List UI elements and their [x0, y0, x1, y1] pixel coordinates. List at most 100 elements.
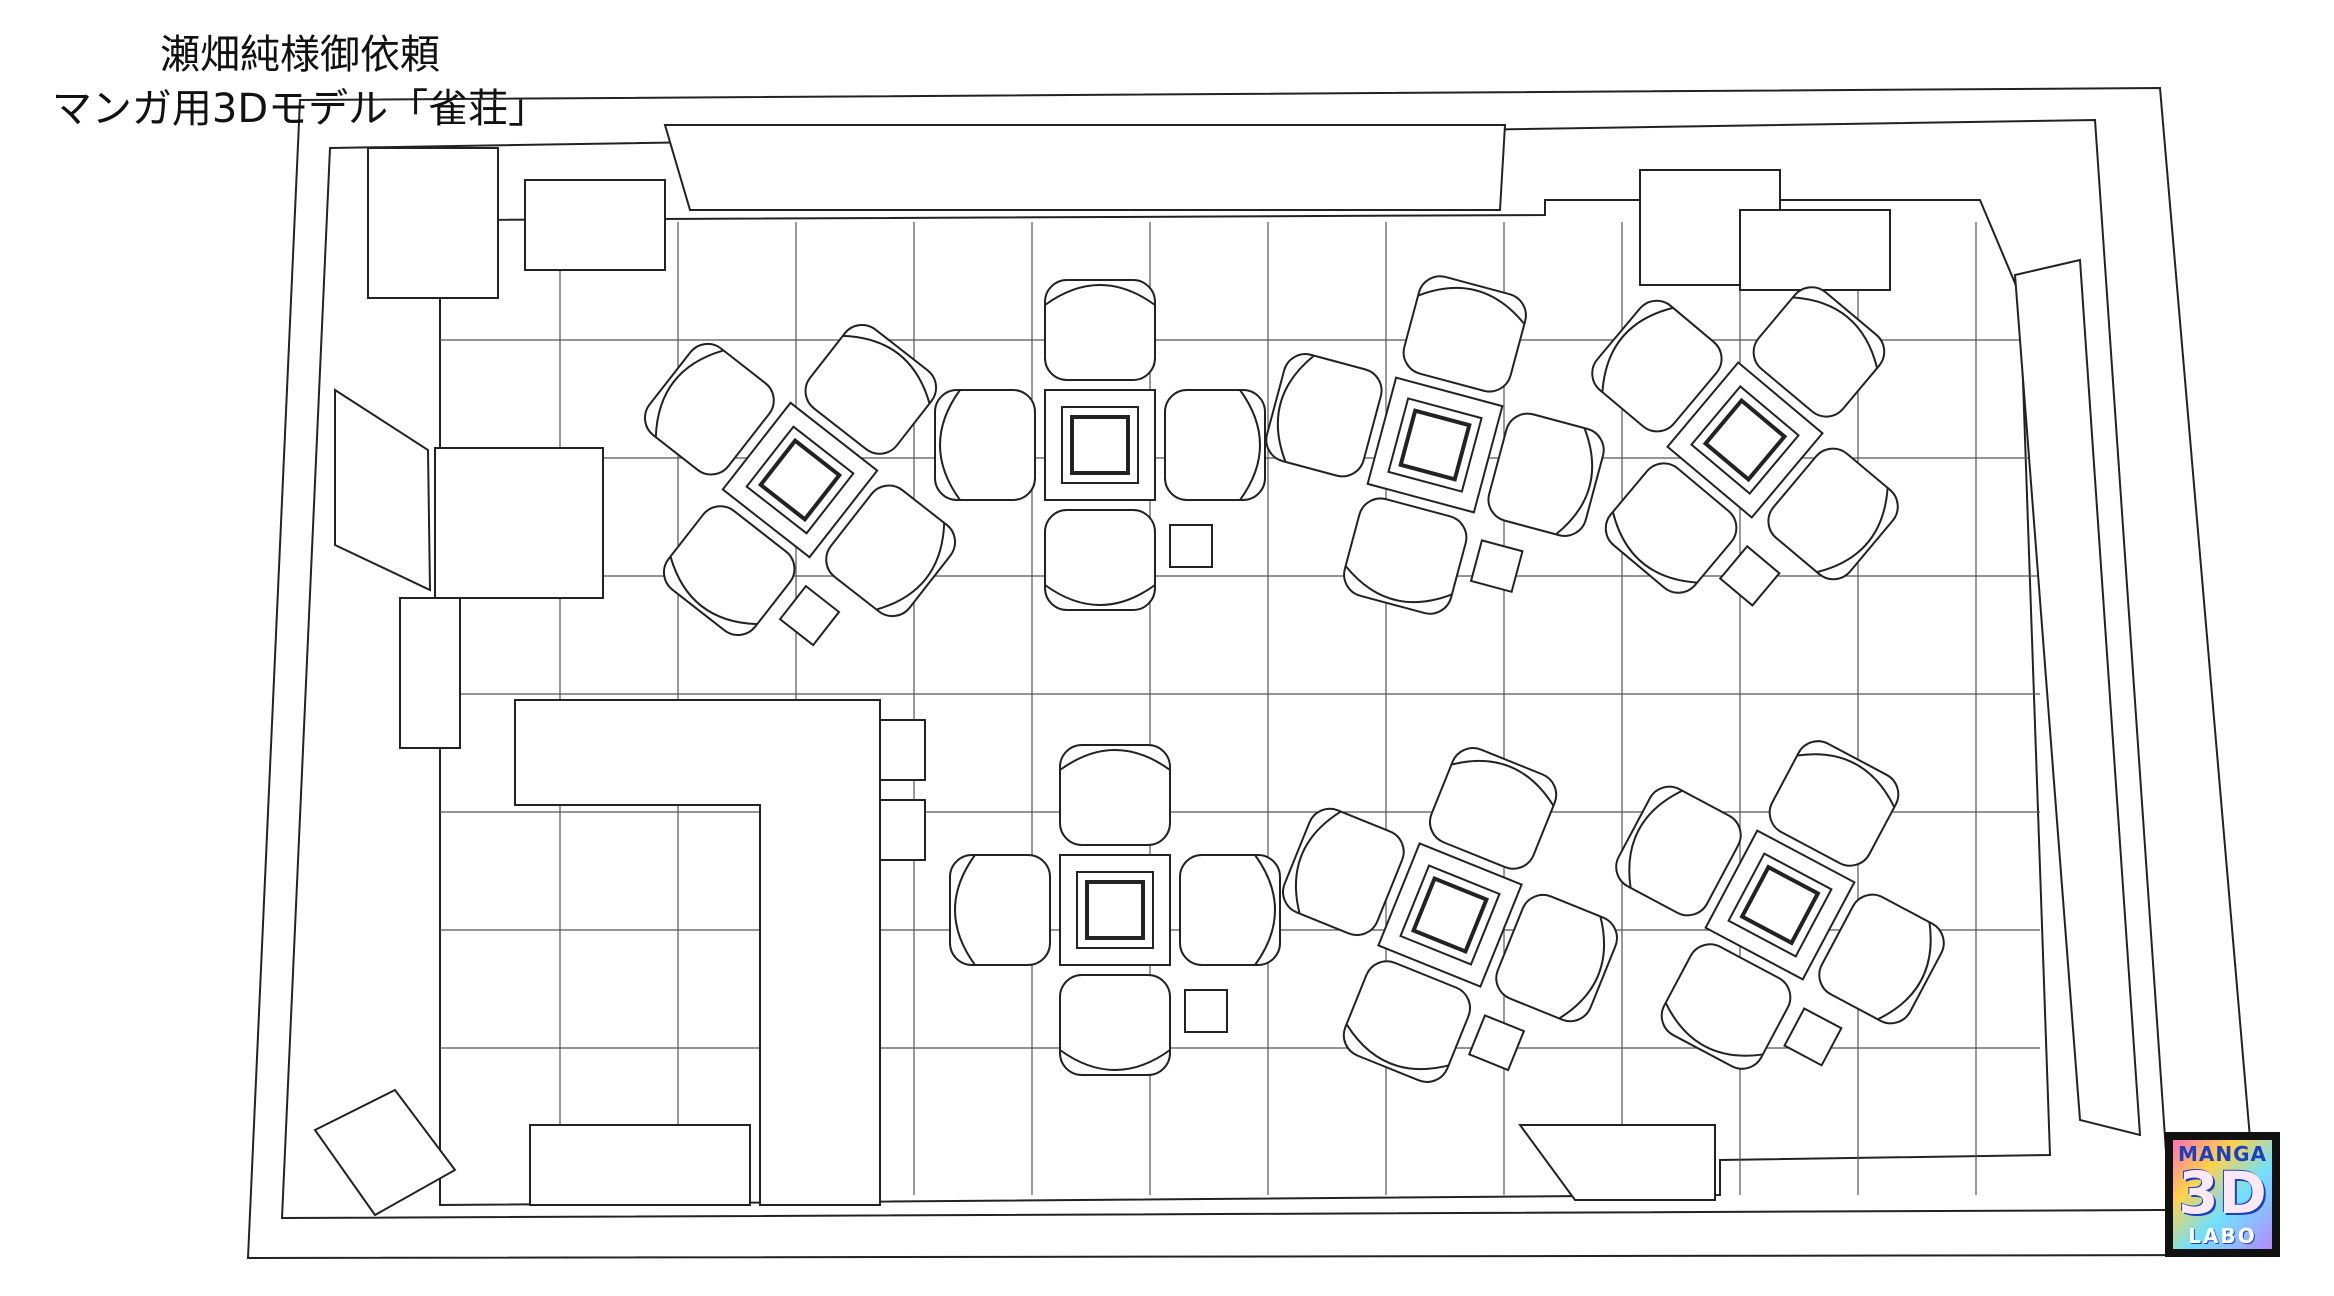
- armchair: [949, 854, 1051, 966]
- mahjong-table-set: [643, 323, 957, 647]
- mahjong-table-set: [1282, 747, 1618, 1083]
- chair-seat: [1495, 893, 1618, 1023]
- logo-badge: MANGA 3D LABO: [2173, 1140, 2272, 1249]
- armchair: [1342, 960, 1472, 1083]
- manga-3d-labo-logo: MANGA 3D LABO: [2165, 1132, 2280, 1257]
- side-table: [1184, 989, 1228, 1033]
- armchair: [1428, 747, 1558, 870]
- window-blinds: [663, 124, 1507, 211]
- chair-back: [1664, 1002, 1763, 1057]
- tile-cabinet: [1739, 209, 1891, 291]
- armchair: [1818, 893, 1945, 1025]
- chair-seat: [1487, 412, 1605, 537]
- armchair: [1752, 286, 1886, 418]
- armchair: [1660, 943, 1792, 1070]
- table-center: [1085, 880, 1145, 940]
- armchair: [643, 342, 775, 476]
- chair-back: [954, 854, 976, 966]
- chair-seat: [1282, 807, 1405, 937]
- mahjong-table: [1366, 376, 1504, 514]
- chair-back: [1792, 296, 1879, 369]
- chair-back: [1345, 1023, 1449, 1071]
- mahjong-table: [1059, 854, 1171, 966]
- mahjong-table: [721, 401, 879, 559]
- side-table: [1467, 1014, 1526, 1072]
- chair-back: [1797, 753, 1896, 808]
- armchair: [804, 323, 938, 455]
- caption-line-2: マンガ用3Dモデル「雀荘」: [51, 86, 549, 132]
- caption-line-1: 瀬畑純様御依頼: [160, 32, 440, 78]
- mahjong-table: [1044, 389, 1156, 501]
- table-center: [757, 437, 843, 523]
- pillar: [1518, 1124, 1716, 1201]
- armchair: [934, 389, 1036, 501]
- chair-seat: [1044, 279, 1156, 381]
- tile-wall: [1061, 406, 1139, 484]
- chair-seat: [1059, 744, 1171, 846]
- locker: [367, 147, 499, 299]
- chair-back: [1558, 916, 1606, 1020]
- armchair: [825, 484, 957, 618]
- chair-seat: [1342, 960, 1472, 1083]
- chair-back: [1059, 749, 1171, 771]
- side-table: [1169, 524, 1213, 568]
- chair-back: [1044, 284, 1156, 306]
- chair-seat: [1044, 509, 1156, 611]
- chair-back: [1417, 286, 1526, 325]
- armchair: [1343, 497, 1468, 615]
- armchair: [662, 505, 796, 637]
- mahjong-table-set: [1265, 275, 1605, 615]
- armchair: [1768, 740, 1900, 867]
- chair-seat: [1428, 747, 1558, 870]
- tile-wall: [745, 425, 855, 535]
- armchair: [1591, 299, 1723, 433]
- table-center: [1739, 864, 1821, 946]
- caption: 瀬畑純様御依頼 マンガ用3Dモデル「雀荘」: [40, 28, 560, 136]
- armchair: [1604, 462, 1738, 594]
- chair-seat: [949, 854, 1051, 966]
- armchair: [1402, 275, 1527, 393]
- armchair: [1059, 744, 1171, 846]
- mahjong-table: [1704, 829, 1856, 981]
- reception-desk: [434, 447, 604, 599]
- logo-line-3: LABO: [2188, 1224, 2257, 1248]
- chair-seat: [1265, 353, 1383, 478]
- logo-line-1: MANGA: [2177, 1142, 2267, 1166]
- chair-seat: [934, 389, 1036, 501]
- chair-back: [1628, 789, 1683, 888]
- chair-back: [939, 389, 961, 501]
- tile-wall: [1690, 385, 1800, 495]
- chair-back: [842, 334, 931, 404]
- chair-back: [1601, 306, 1674, 393]
- side-table: [1718, 544, 1781, 607]
- chair-back: [1611, 511, 1698, 584]
- chair-seat: [1059, 974, 1171, 1076]
- chair-seat: [1402, 275, 1527, 393]
- table-center: [1702, 397, 1788, 483]
- side-table: [1469, 539, 1524, 594]
- kitchen-unit: [313, 1088, 457, 1217]
- chair-back: [669, 556, 758, 626]
- chair-back: [1294, 810, 1342, 914]
- chair-back: [1254, 854, 1276, 966]
- table-center: [1070, 415, 1130, 475]
- chair-back: [1555, 427, 1594, 536]
- armchair: [1044, 279, 1156, 381]
- fixtures: [313, 124, 2142, 1217]
- mahjong-table-set: [934, 279, 1266, 611]
- armchair: [1615, 785, 1742, 917]
- chair-seat: [1818, 893, 1945, 1025]
- chair-back: [1816, 487, 1889, 574]
- chair-back: [1276, 354, 1315, 463]
- counter: [514, 699, 881, 1206]
- chair-back: [1344, 565, 1453, 604]
- tile-wall: [1727, 852, 1833, 958]
- floor-boundary: [439, 199, 2052, 1207]
- tile-wall: [1399, 864, 1501, 966]
- armchair: [1164, 389, 1266, 501]
- chair-back: [876, 522, 946, 611]
- mahjong-table: [1666, 361, 1824, 519]
- chair-seat: [1768, 740, 1900, 867]
- chair-back: [1239, 389, 1261, 501]
